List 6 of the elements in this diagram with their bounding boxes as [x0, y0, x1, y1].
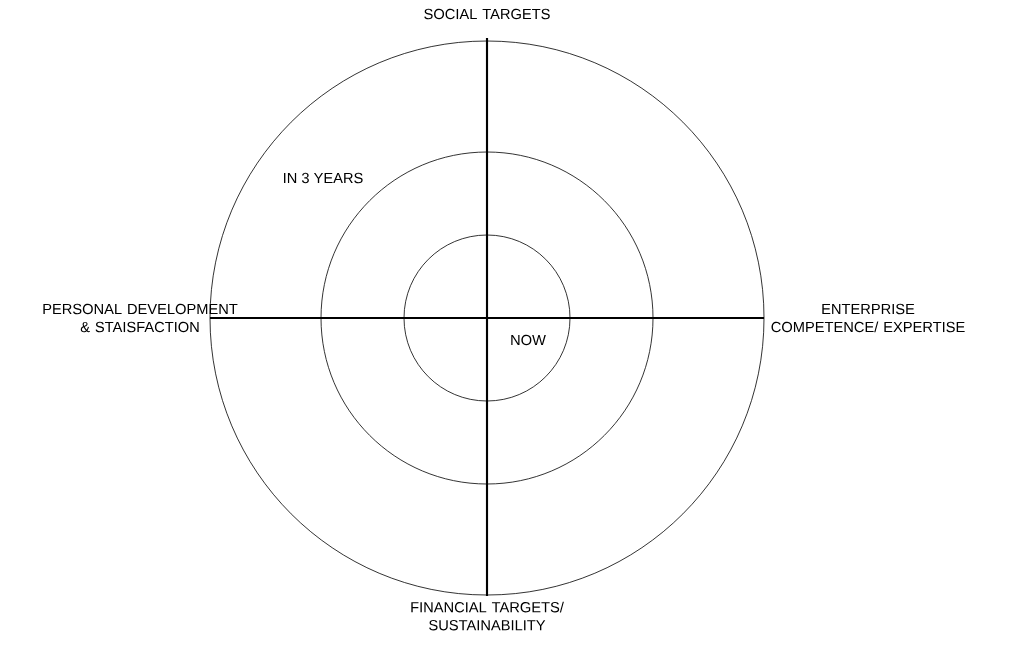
- ring-label: NOW: [508, 333, 548, 347]
- axis-label: PERSONAL DEVELOPMENT & STAISFACTION: [43, 303, 238, 333]
- axis-label: ENTERPRISE COMPETENCE/ EXPERTISE: [771, 303, 965, 333]
- axis-label: SOCIAL TARGETS: [424, 8, 550, 20]
- ring-label: IN 3 YEARS: [281, 171, 365, 185]
- axis-label: FINANCIAL TARGETS/ SUSTAINABILITY: [411, 601, 564, 631]
